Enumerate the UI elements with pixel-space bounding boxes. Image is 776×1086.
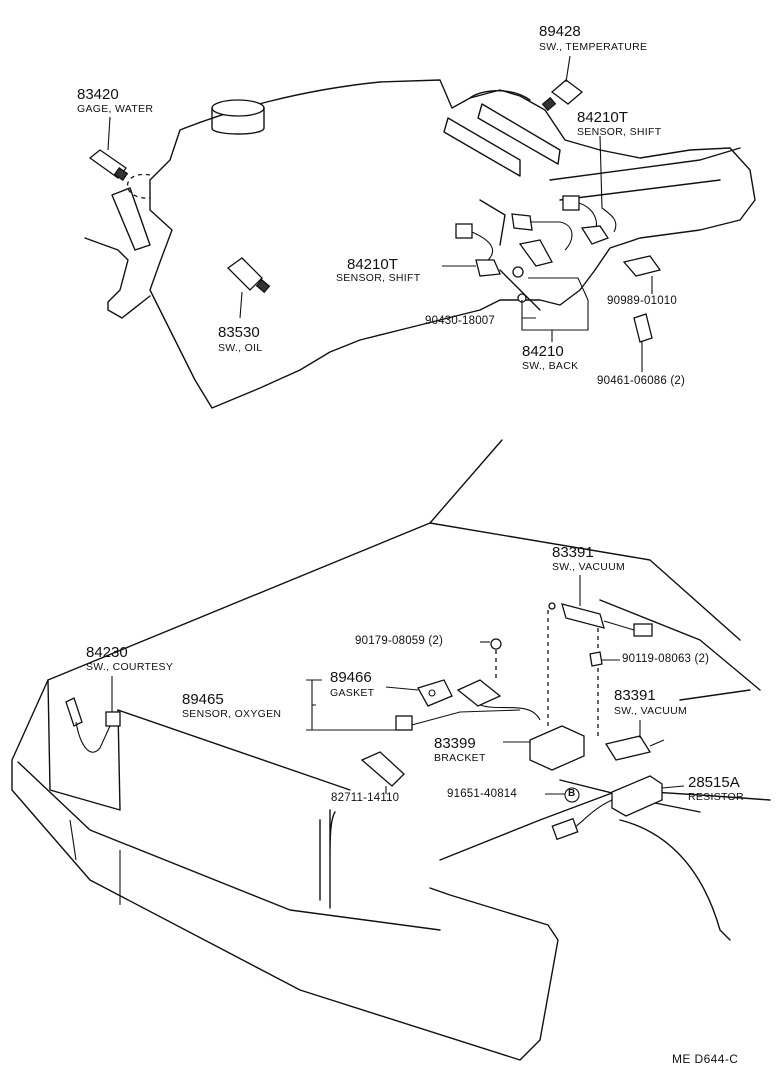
part-number-89465: 89465 bbox=[182, 691, 224, 708]
part-desc-84230: SW., COURTESY bbox=[86, 661, 174, 673]
callout-leader-91651 bbox=[545, 787, 580, 803]
shift-sensor-left bbox=[442, 223, 501, 277]
part-desc-83399: BRACKET bbox=[434, 752, 486, 764]
part-number-90989: 90989-01010 bbox=[607, 295, 677, 307]
part-number-82711: 82711-14110 bbox=[331, 792, 400, 804]
vacuum-switch-mid bbox=[604, 720, 665, 761]
gasket-89466 bbox=[385, 679, 453, 707]
clip-82711 bbox=[360, 751, 405, 794]
part-desc-83420: GAGE, WATER bbox=[77, 103, 154, 115]
bolt-90461 bbox=[633, 313, 653, 372]
part-desc-89428: SW., TEMPERATURE bbox=[539, 41, 648, 53]
part-desc-84210T-right: SENSOR, SHIFT bbox=[577, 126, 662, 138]
vacuum-switch-top bbox=[547, 575, 653, 740]
part-desc-83530: SW., OIL bbox=[218, 342, 263, 354]
part-desc-84210: SW., BACK bbox=[522, 360, 579, 372]
part-number-83391-top: 83391 bbox=[552, 544, 594, 561]
part-desc-28515A: RESISTOR bbox=[688, 791, 744, 803]
part-number-90430: 90430-18007 bbox=[425, 315, 495, 327]
part-number-84230: 84230 bbox=[86, 644, 128, 661]
part-number-90461: 90461-06086 (2) bbox=[597, 375, 686, 387]
oxygen-sensor bbox=[306, 679, 541, 731]
temperature-switch bbox=[541, 55, 584, 112]
oil-pressure-switch bbox=[226, 257, 271, 319]
part-number-89428: 89428 bbox=[539, 23, 581, 40]
part-desc-83391-mid: SW., VACUUM bbox=[614, 705, 688, 717]
part-desc-89465: SENSOR, OXYGEN bbox=[182, 708, 282, 720]
part-number-91651: 91651-40814 bbox=[447, 788, 517, 800]
bracket-83399 bbox=[503, 725, 585, 771]
part-number-83420: 83420 bbox=[77, 86, 119, 103]
part-number-90179: 90179-08059 (2) bbox=[355, 635, 444, 647]
back-up-switch bbox=[511, 213, 589, 342]
shift-sensor-right bbox=[562, 135, 617, 245]
resistor-28515A bbox=[551, 775, 685, 841]
drawing-code: ME D644-C bbox=[672, 1052, 739, 1066]
nut-90179 bbox=[480, 638, 502, 680]
part-number-83530: 83530 bbox=[218, 324, 260, 341]
part-number-90119: 90119-08063 (2) bbox=[622, 653, 710, 665]
part-desc-83391-top: SW., VACUUM bbox=[552, 561, 626, 573]
part-number-28515A: 28515A bbox=[688, 774, 740, 791]
engine-outline bbox=[84, 79, 756, 409]
part-number-84210: 84210 bbox=[522, 343, 564, 360]
clip-90989 bbox=[622, 255, 662, 294]
part-number-89466: 89466 bbox=[330, 669, 372, 686]
part-number-83399: 83399 bbox=[434, 735, 476, 752]
part-desc-84210T-left: SENSOR, SHIFT bbox=[336, 272, 421, 284]
part-number-84210T-left: 84210T bbox=[347, 256, 398, 273]
water-gage-sender bbox=[88, 116, 129, 181]
car-body-outline bbox=[11, 439, 771, 1061]
courtesy-switch bbox=[65, 676, 121, 753]
bolt-90119 bbox=[589, 651, 620, 667]
callout-marker-b: B bbox=[568, 788, 576, 799]
part-number-84210T-right: 84210T bbox=[577, 109, 628, 126]
part-desc-89466: GASKET bbox=[330, 687, 375, 699]
part-number-83391-mid: 83391 bbox=[614, 687, 656, 704]
